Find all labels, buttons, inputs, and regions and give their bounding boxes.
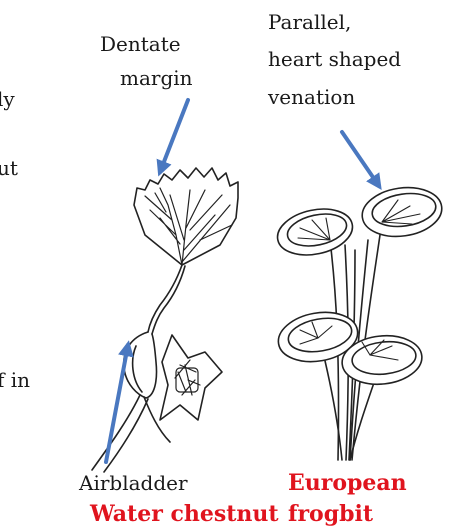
water-chestnut-nut [160, 335, 222, 420]
airbladder-shape [124, 332, 157, 398]
frogbit-leaf-1 [273, 203, 356, 262]
water-chestnut-stem [148, 265, 182, 332]
parallel-arrow [342, 132, 379, 186]
dentate-arrow [160, 100, 188, 172]
airbladder-arrow [106, 345, 128, 462]
water-chestnut-leaf [134, 168, 238, 265]
european-frogbit-drawing [273, 183, 445, 460]
frogbit-leaf-2 [359, 183, 445, 242]
